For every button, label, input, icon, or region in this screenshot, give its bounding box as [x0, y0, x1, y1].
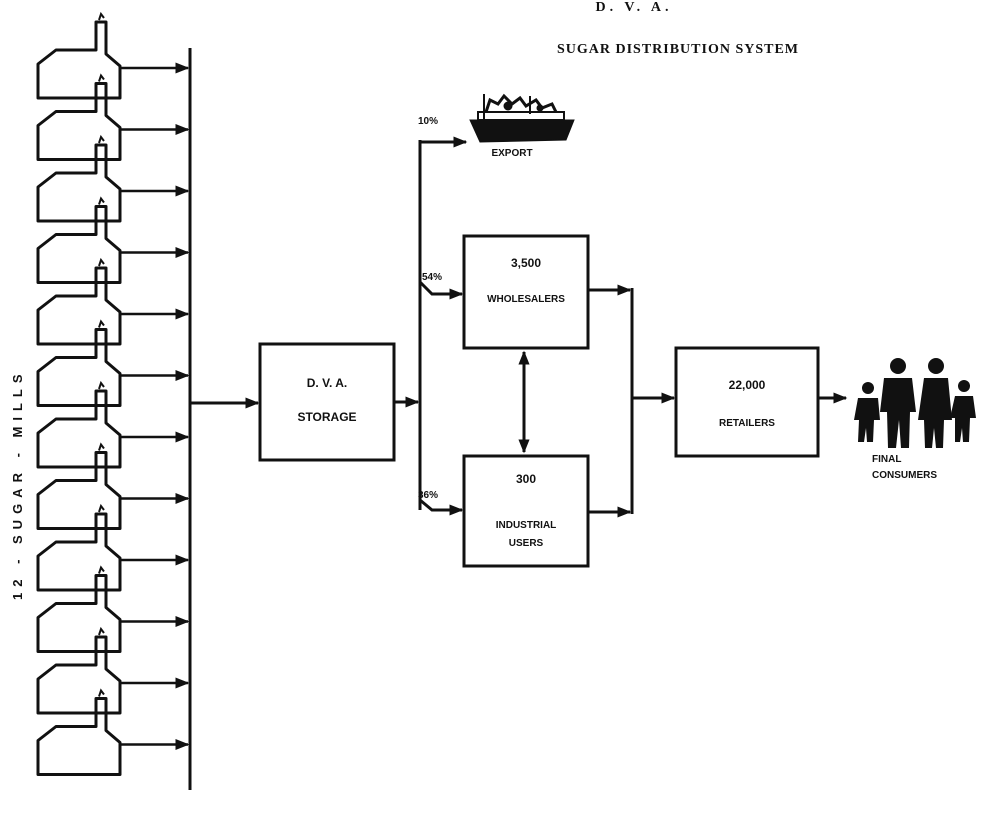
mills-side-label: 12 - SUGAR - MILLS — [10, 368, 25, 600]
cargo-ship-icon — [470, 94, 574, 142]
factory-icon — [38, 445, 120, 529]
header-title-acronym: D. V. A. — [595, 0, 672, 16]
factory-icon — [38, 691, 120, 775]
wholesalers-label: WHOLESALERS — [487, 294, 565, 305]
wholesalers-percent: 54% — [422, 272, 442, 283]
industrial-count: 300 — [516, 472, 536, 486]
factory-icon — [38, 383, 120, 467]
arrow-to-industrial — [420, 500, 462, 510]
industrial-label-line1: INDUSTRIAL — [496, 520, 557, 531]
industrial-percent: 36% — [418, 490, 438, 501]
arrow-to-wholesalers — [420, 282, 462, 294]
factory-icon — [38, 14, 120, 98]
retailers-box — [676, 348, 818, 456]
factory-icon — [38, 322, 120, 406]
page-title: SUGAR DISTRIBUTION SYSTEM — [557, 42, 799, 58]
retailers-label: RETAILERS — [719, 418, 775, 429]
retailers-count: 22,000 — [729, 378, 766, 392]
export-label: EXPORT — [491, 148, 532, 159]
factory-icon — [38, 568, 120, 652]
consumers-label-line2: CONSUMERS — [872, 470, 937, 481]
consumers-label-line1: FINAL — [872, 454, 901, 465]
storage-box — [260, 344, 394, 460]
wholesalers-box — [464, 236, 588, 348]
factory-icon — [38, 260, 120, 344]
export-percent: 10% — [418, 116, 438, 127]
factory-icon — [38, 199, 120, 283]
industrial-label-line2: USERS — [509, 538, 543, 549]
storage-title: D. V. A. — [307, 376, 347, 390]
storage-label: STORAGE — [297, 410, 356, 424]
factory-icon — [38, 629, 120, 713]
factory-icon — [38, 506, 120, 590]
factory-icon — [38, 76, 120, 160]
factory-icon — [38, 137, 120, 221]
family-people-icon — [854, 358, 976, 448]
wholesalers-count: 3,500 — [511, 256, 541, 270]
sugar-mills-group — [38, 14, 188, 775]
